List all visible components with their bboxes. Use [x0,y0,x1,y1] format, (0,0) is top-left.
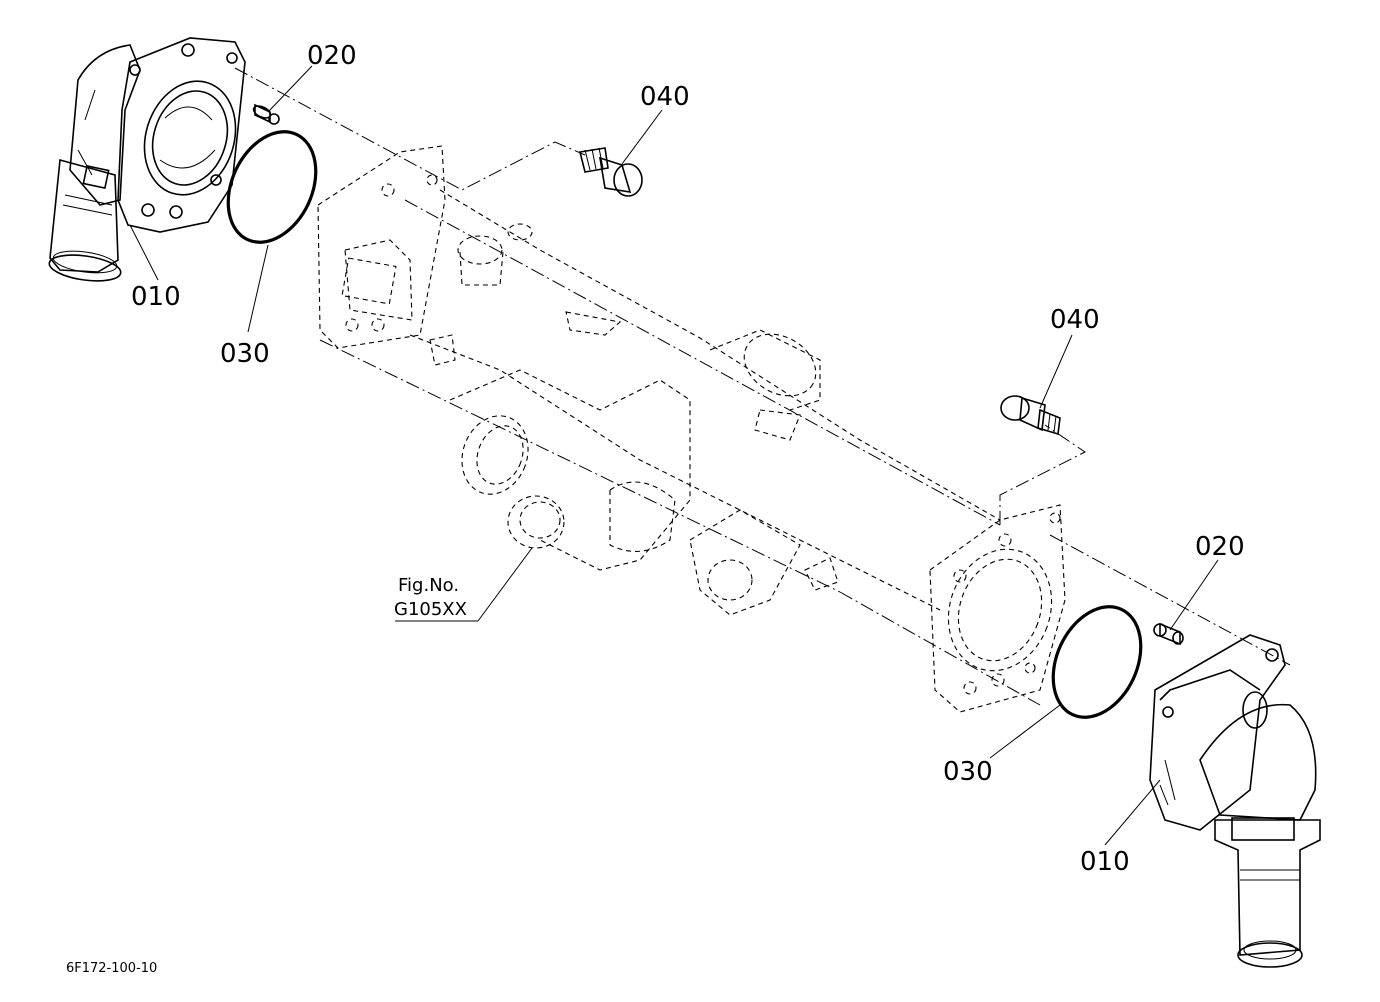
fig-ref-line1: Fig.No. [398,575,459,596]
callout-right-040: 040 [1050,305,1100,335]
callout-labels: 020 040 010 030 040 020 030 010 [131,41,1245,877]
callout-right-030: 030 [943,757,993,787]
right-pin [1153,622,1184,646]
right-thermostat-housing [1149,634,1321,968]
right-o-ring [1051,605,1143,719]
callout-left-030: 030 [220,339,270,369]
water-manifold [317,145,1066,713]
left-o-ring [226,130,318,244]
callout-left-020: 020 [307,41,357,71]
callout-left-010: 010 [131,282,181,312]
drawing-number: 6F172-100-10 [66,961,157,976]
callout-right-010: 010 [1080,847,1130,877]
left-thermostat-housing [48,37,246,282]
assembly-center-lines [234,67,1291,706]
fig-ref-line2: G105XX [394,599,467,620]
leader-lines [129,65,1219,846]
callout-left-040: 040 [640,82,690,112]
figure-reference: Fig.No. G105XX [394,575,467,620]
left-drain-bolt [579,147,643,197]
callout-right-020: 020 [1195,532,1245,562]
left-pin [252,103,280,125]
right-drain-bolt [1000,395,1061,436]
